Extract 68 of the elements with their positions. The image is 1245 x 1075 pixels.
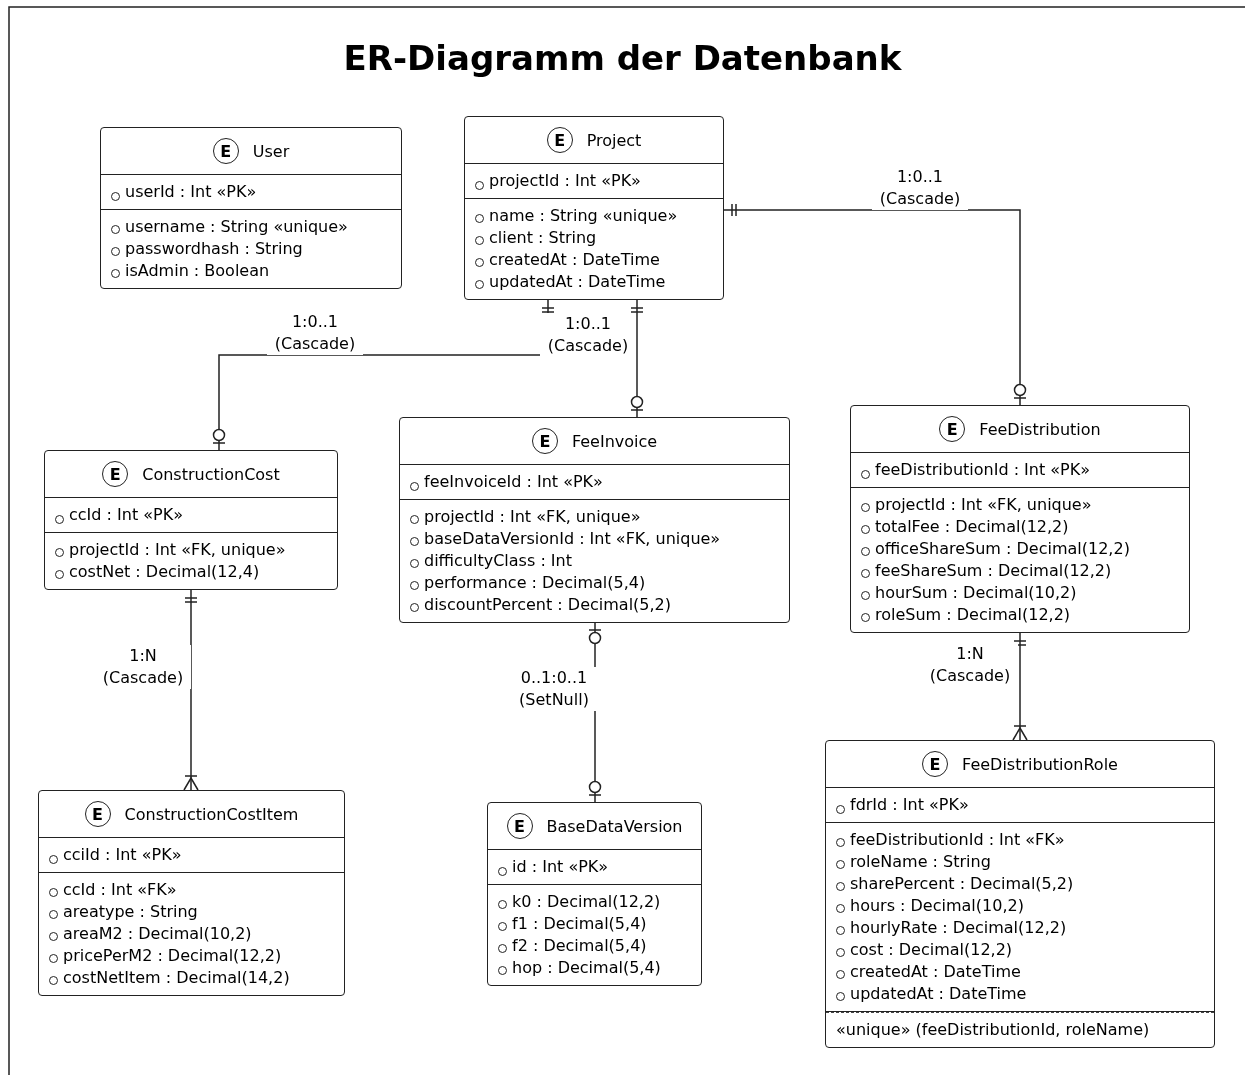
attribute-text: createdAt : DateTime [489,249,660,271]
relationship-line [723,204,1027,406]
attribute-text: hop : Decimal(5,4) [512,957,661,979]
entity-box [399,417,790,623]
attribute-text: projectId : Int «FK, unique» [424,506,641,528]
entity-name: ConstructionCost [142,464,280,484]
attribute-text: createdAt : DateTime [850,961,1021,983]
relationship-line [212,299,554,451]
attribute-text: costNetItem : Decimal(14,2) [63,967,290,989]
entity-name: FeeDistribution [979,419,1101,439]
attribute-text: areaM2 : Decimal(10,2) [63,923,252,945]
attribute-text: costNet : Decimal(12,4) [69,561,260,583]
relationship-line [630,299,644,418]
diagram-title: ER-Diagramm der Datenbank [343,38,902,78]
attribute-text: client : String [489,227,597,249]
attribute-text: feeDistributionId : Int «PK» [875,459,1091,481]
constraint-note: «unique» (feeDistributionId, roleName) [836,1019,1150,1041]
relationship-line [183,589,199,791]
attribute-text: performance : Decimal(5,4) [424,572,646,594]
attribute-text: officeShareSum : Decimal(12,2) [875,538,1130,560]
attribute-text: feeInvoiceId : Int «PK» [424,471,603,493]
attribute-text: passwordhash : String [125,238,303,260]
attribute-text: projectId : Int «PK» [489,170,641,192]
attribute-text: sharePercent : Decimal(5,2) [850,873,1074,895]
attribute-text: pricePerM2 : Decimal(12,2) [63,945,282,967]
attribute-text: difficultyClass : Int [424,550,572,572]
entity-name: FeeInvoice [571,431,658,451]
attribute-text: ccId : Int «FK» [63,879,177,901]
attribute-text: baseDataVersionId : Int «FK, unique» [424,528,721,550]
attribute-text: k0 : Decimal(12,2) [512,891,661,913]
attribute-text: projectId : Int «FK, unique» [875,494,1092,516]
entity-name: FeeDistributionRole [962,754,1118,774]
attribute-text: hourlyRate : Decimal(12,2) [850,917,1067,939]
entity-name: User [252,141,290,161]
entity-name: BaseDataVersion [546,816,683,836]
entity-box [464,116,724,300]
attribute-text: cost : Decimal(12,2) [850,939,1013,961]
attribute-text: projectId : Int «FK, unique» [69,539,286,561]
attribute-text: discountPercent : Decimal(5,2) [424,594,671,616]
attribute-text: ccId : Int «PK» [69,504,183,526]
attribute-text: feeDistributionId : Int «FK» [850,829,1065,851]
attribute-text: userId : Int «PK» [125,181,257,203]
entity-box [38,790,345,996]
attribute-text: hourSum : Decimal(10,2) [875,582,1077,604]
attribute-text: username : String «unique» [125,216,348,238]
attribute-text: totalFee : Decimal(12,2) [875,516,1069,538]
attribute-text: updatedAt : DateTime [489,271,666,293]
attribute-text: f1 : Decimal(5,4) [512,913,647,935]
attribute-text: roleName : String [850,851,991,873]
entity-box [487,802,702,986]
entity-box [44,450,338,590]
entity-box [825,740,1215,1048]
attribute-text: cciId : Int «PK» [63,844,182,866]
attribute-text: feeShareSum : Decimal(12,2) [875,560,1112,582]
attribute-text: updatedAt : DateTime [850,983,1027,1005]
attribute-text: f2 : Decimal(5,4) [512,935,647,957]
entity-name: Project [586,130,642,150]
entity-name: ConstructionCostItem [124,804,299,824]
attribute-text: roleSum : Decimal(12,2) [875,604,1071,626]
entity-box [850,405,1190,633]
attribute-text: name : String «unique» [489,205,678,227]
attribute-text: isAdmin : Boolean [125,260,270,282]
attribute-text: id : Int «PK» [512,856,609,878]
entity-box [100,127,402,289]
attribute-text: areatype : String [63,901,198,923]
attribute-text: hours : Decimal(10,2) [850,895,1024,917]
attribute-text: fdrId : Int «PK» [850,794,969,816]
relationship-line [1012,632,1028,741]
